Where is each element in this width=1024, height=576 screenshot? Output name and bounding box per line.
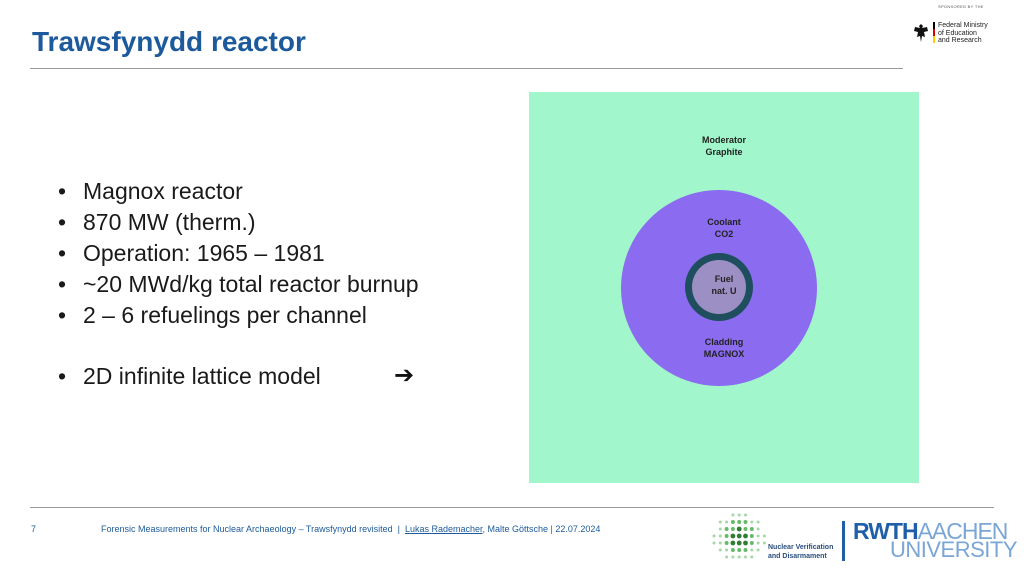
logo-dot [730,548,735,552]
footer-divider [30,507,994,508]
slide-title: Trawsfynydd reactor [32,26,306,57]
page-number: 7 [31,524,37,534]
logo-dot [743,527,748,531]
logo-dot [750,548,754,552]
logo-separator [842,521,845,561]
logo-dot [724,541,729,545]
ministry-line: of Education [938,29,977,37]
logo-dot [730,533,736,539]
logo-dot [736,533,742,539]
flag-gold-stripe [933,36,935,43]
ministry-line: and Research [938,37,982,44]
logo-dot [756,541,760,545]
logo-dot [724,534,729,538]
logo-dot [749,534,754,538]
bullet-list: Magnox reactor 870 MW (therm.) Operation… [58,176,419,392]
moderator-label: Moderator Graphite [701,135,746,157]
logo-dot [743,520,748,524]
logo-dot [718,527,722,531]
bullet-item-model: 2D infinite lattice model [58,361,419,392]
logo-dot [718,520,722,524]
nuclear-verification-logo-text: Nuclear Verification and Disarmament [768,544,834,560]
lattice-cell-diagram: Moderator Graphite Coolant CO2 Fuel nat.… [529,92,919,483]
logo-dot [750,520,754,524]
title-divider [30,68,903,69]
flag-black-stripe [933,22,935,29]
logo-dot [737,513,741,517]
logo-dot [725,555,729,559]
logo-dot [730,527,735,531]
logo-dot [718,534,722,538]
logo-dot [737,520,742,524]
footer-coauthor-date: , Malte Göttsche | 22.07.2024 [482,524,601,534]
bmbf-sponsor-logo: SPONSORED BY THE Federal Ministry of Edu… [905,4,1005,64]
flag-red-stripe [933,29,935,36]
rwth-aachen-logo: RWTHAACHEN [853,518,1008,544]
logo-dot [737,548,742,552]
logo-dot [718,548,722,552]
presenter-name: Lukas Rademacher [404,524,483,534]
logo-dot [730,520,735,524]
footer-title: Forensic Measurements for Nuclear Archae… [101,524,405,534]
logo-dot [712,541,716,545]
logo-dot [743,548,748,552]
logo-dot [712,534,716,538]
bullet-item: 870 MW (therm.) [58,207,419,238]
bullet-item: Magnox reactor [58,176,419,207]
logo-dot [725,520,729,524]
bullet-item: ~20 MWd/kg total reactor burnup [58,269,419,300]
logo-dot [736,540,742,546]
bullet-item: 2 – 6 refuelings per channel [58,300,419,331]
ministry-line: Federal Ministry [938,22,988,29]
logo-dot [756,548,760,552]
logo-dot [762,534,766,538]
logo-dot [756,520,760,524]
logo-dot [731,513,735,517]
logo-dot [736,526,742,532]
logo-dot [725,548,729,552]
logo-dot [756,527,760,531]
ministry-name: Federal Ministry of Education and Resear… [938,22,988,45]
logo-dot [743,533,748,539]
logo-dot [750,555,754,559]
rwth-university-text: UNIVERSITY [890,537,1018,562]
cladding-label: Cladding MAGNOX [703,337,745,359]
logo-dot [749,541,754,545]
logo-dot [737,555,741,559]
logo-dot [730,540,736,546]
coolant-label: Coolant CO2 [707,217,741,239]
logo-dot [744,513,747,517]
logo-dot [756,534,760,538]
footer-citation: Forensic Measurements for Nuclear Archae… [101,524,600,534]
right-arrow-icon: ➔ [394,362,415,389]
fuel-region [692,260,746,314]
bullet-item: Operation: 1965 – 1981 [58,238,419,269]
logo-dot [743,540,748,546]
logo-dot [762,541,766,545]
logo-dot [724,527,729,531]
logo-dot [731,555,735,559]
federal-eagle-icon [914,24,928,42]
logo-dot [718,541,722,545]
nuclear-verification-dots-icon [712,513,766,559]
logo-dot [749,527,754,531]
fuel-label: Fuel nat. U [711,274,737,296]
logo-dot [744,555,747,559]
sponsored-by-label: SPONSORED BY THE [938,4,984,9]
